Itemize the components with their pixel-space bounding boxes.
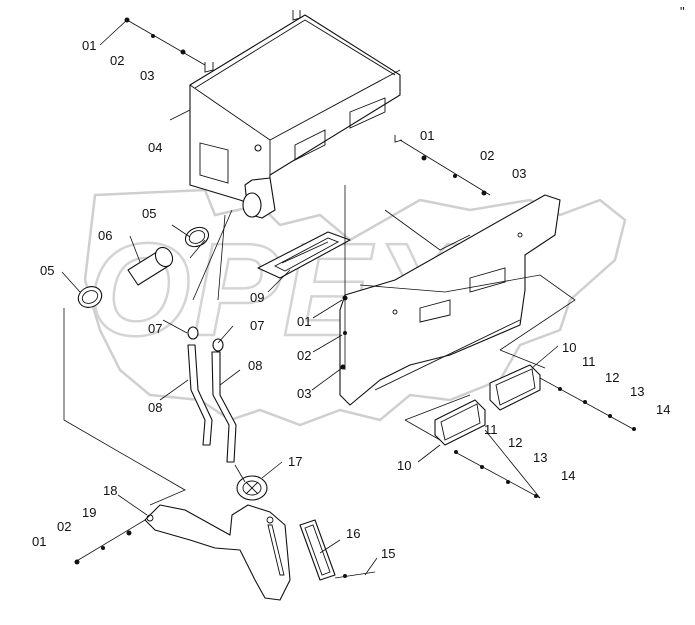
callout-01: 01	[32, 534, 46, 549]
louvre-lower	[434, 399, 486, 446]
fastener-chain-louvre-upper	[539, 377, 636, 431]
fastener-chain-louvre-lower	[454, 429, 541, 499]
callout-02: 02	[297, 348, 311, 363]
callout-15: 15	[381, 546, 395, 561]
callout-11: 11	[582, 354, 596, 369]
callout-08: 08	[248, 358, 262, 373]
callout-01: 01	[420, 128, 434, 143]
callout-leaders	[61, 109, 559, 576]
callout-08: 08	[148, 400, 162, 415]
fastener-chain-bottom	[74, 519, 146, 565]
callout-10: 10	[562, 340, 576, 355]
callout-13: 13	[630, 384, 644, 399]
callout-labels: 01 02 03 04 05 06 05 01 02 03 09 01 07 0…	[32, 4, 685, 561]
callout-05: 05	[40, 263, 54, 278]
callout-05: 05	[142, 206, 156, 221]
cabinet-box	[189, 10, 403, 219]
callout-03: 03	[297, 386, 311, 401]
callout-07: 07	[250, 318, 264, 333]
assembly-lines	[63, 185, 576, 506]
callout-02: 02	[110, 53, 124, 68]
callout-14: 14	[656, 402, 670, 417]
callout-01: 01	[82, 38, 96, 53]
callout-06: 06	[98, 228, 112, 243]
callout-16: 16	[346, 526, 360, 541]
callout-10: 10	[397, 458, 411, 473]
fastener-15	[334, 571, 376, 579]
fastener-chain-mid	[340, 295, 348, 370]
lower-duct	[144, 504, 291, 601]
corner-mark: "	[680, 4, 685, 19]
fastener-chain-right	[399, 139, 491, 196]
vent-grille	[257, 231, 351, 279]
fastener-chain-top	[99, 17, 206, 66]
callout-02: 02	[57, 519, 71, 534]
side-grille	[299, 519, 336, 581]
callout-03: 03	[140, 68, 154, 83]
callout-11: 11	[484, 422, 498, 437]
callout-12: 12	[605, 370, 619, 385]
callout-03: 03	[512, 166, 526, 181]
side-panel	[339, 194, 561, 406]
callout-07: 07	[148, 321, 162, 336]
callout-04: 04	[148, 140, 162, 155]
pipes	[187, 326, 237, 463]
callout-14: 14	[561, 468, 575, 483]
callout-12: 12	[508, 435, 522, 450]
round-diffuser	[236, 475, 268, 501]
callout-18: 18	[103, 483, 117, 498]
callout-01: 01	[297, 314, 311, 329]
callout-13: 13	[533, 450, 547, 465]
callout-17: 17	[288, 454, 302, 469]
callout-19: 19	[82, 505, 96, 520]
callout-09: 09	[250, 290, 264, 305]
hose-and-clamps	[77, 226, 210, 308]
louvre-upper	[489, 364, 541, 411]
callout-02: 02	[480, 148, 494, 163]
